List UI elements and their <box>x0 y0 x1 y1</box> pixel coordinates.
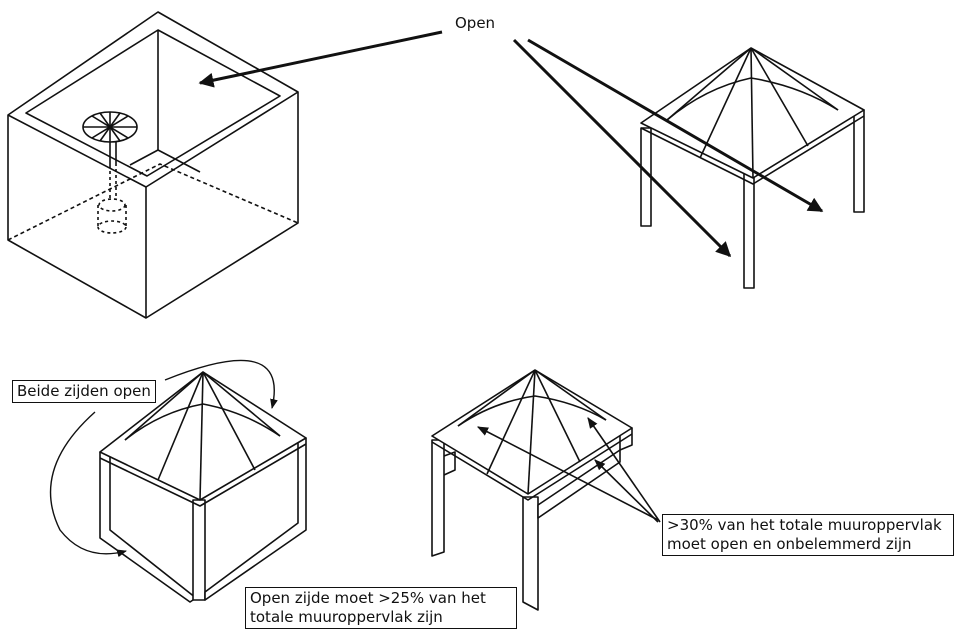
open-pavilion-figure <box>640 47 865 289</box>
open-label: Open <box>455 14 496 32</box>
arrow-open-to-wall <box>527 38 824 213</box>
both-sides-open-label: Beide zijden open <box>12 380 156 403</box>
open-side-line-1: Open zijde moet >25% van het <box>250 589 486 607</box>
umbrella-icon <box>82 111 138 234</box>
curved-arrow-right <box>164 359 278 409</box>
box-inner-rim <box>25 29 281 177</box>
box-inner-floor <box>129 149 201 173</box>
open-arrows <box>198 30 824 258</box>
curved-arrow-left <box>49 411 127 558</box>
open-side-line-2: totale muuroppervlak zijn <box>250 608 443 626</box>
enclosed-box-figure <box>7 11 299 319</box>
thirty-percent-line-1: >30% van het totale muuroppervlak <box>667 516 942 534</box>
thirty-percent-line-2: moet open en onbelemmerd zijn <box>667 535 912 553</box>
thirty-percent-arrows <box>477 417 661 523</box>
thirty-percent-requirement-label: >30% van het totale muuroppervlak moet o… <box>662 514 954 556</box>
box-hidden-edges <box>7 163 299 241</box>
arrow-open-to-post <box>512 38 732 258</box>
arrow-open-to-box <box>198 30 443 88</box>
both-sides-open-figure <box>99 371 307 603</box>
both-sides-arrows <box>49 359 278 558</box>
open-side-requirement-label: Open zijde moet >25% van het totale muur… <box>245 587 517 629</box>
box-outline <box>7 11 299 319</box>
partial-open-figure <box>431 369 633 611</box>
